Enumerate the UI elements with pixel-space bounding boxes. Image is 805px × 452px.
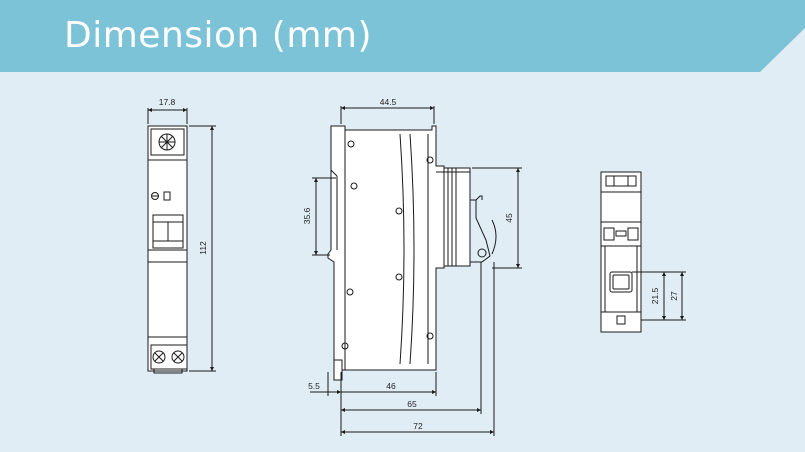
front-view <box>147 108 216 374</box>
side-view <box>310 106 522 436</box>
header-band: Dimension (mm) <box>0 0 805 72</box>
dimension-drawing: 17.8 112 44.5 35.6 45 5.5 46 65 72 21.5 … <box>147 97 686 436</box>
side-bottom-small-label: 5.5 <box>308 381 320 391</box>
rear-view <box>600 171 686 333</box>
side-bottom-72-label: 72 <box>413 421 423 431</box>
rear-inner-height-label: 21.5 <box>650 287 660 304</box>
front-height-label: 112 <box>198 241 208 255</box>
header-shape <box>0 0 805 72</box>
side-bottom-65-label: 65 <box>407 399 417 409</box>
arrowheads <box>148 106 684 434</box>
front-width-label: 17.8 <box>159 97 176 107</box>
side-top-width-label: 44.5 <box>380 97 397 107</box>
rear-outer-height-label: 27 <box>669 291 679 301</box>
page-title: Dimension (mm) <box>64 15 373 56</box>
side-right-height-label: 45 <box>504 213 514 223</box>
side-left-height-label: 35.6 <box>302 207 312 224</box>
side-bottom-mid-label: 46 <box>386 381 396 391</box>
